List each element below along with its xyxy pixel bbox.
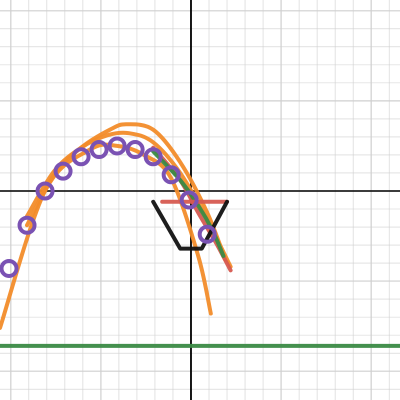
data-point — [143, 147, 163, 167]
data-point — [17, 215, 37, 235]
data-point — [0, 258, 19, 278]
data-point — [53, 161, 73, 181]
data-point — [161, 165, 181, 185]
series-line-8 — [151, 199, 229, 251]
data-point — [197, 224, 217, 244]
data-point — [179, 190, 199, 210]
series-group — [0, 122, 400, 348]
data-point — [35, 181, 55, 201]
data-point — [89, 140, 109, 160]
data-point — [125, 140, 145, 160]
data-point — [71, 147, 91, 167]
series-line-5 — [151, 149, 226, 258]
data-point — [107, 136, 127, 156]
